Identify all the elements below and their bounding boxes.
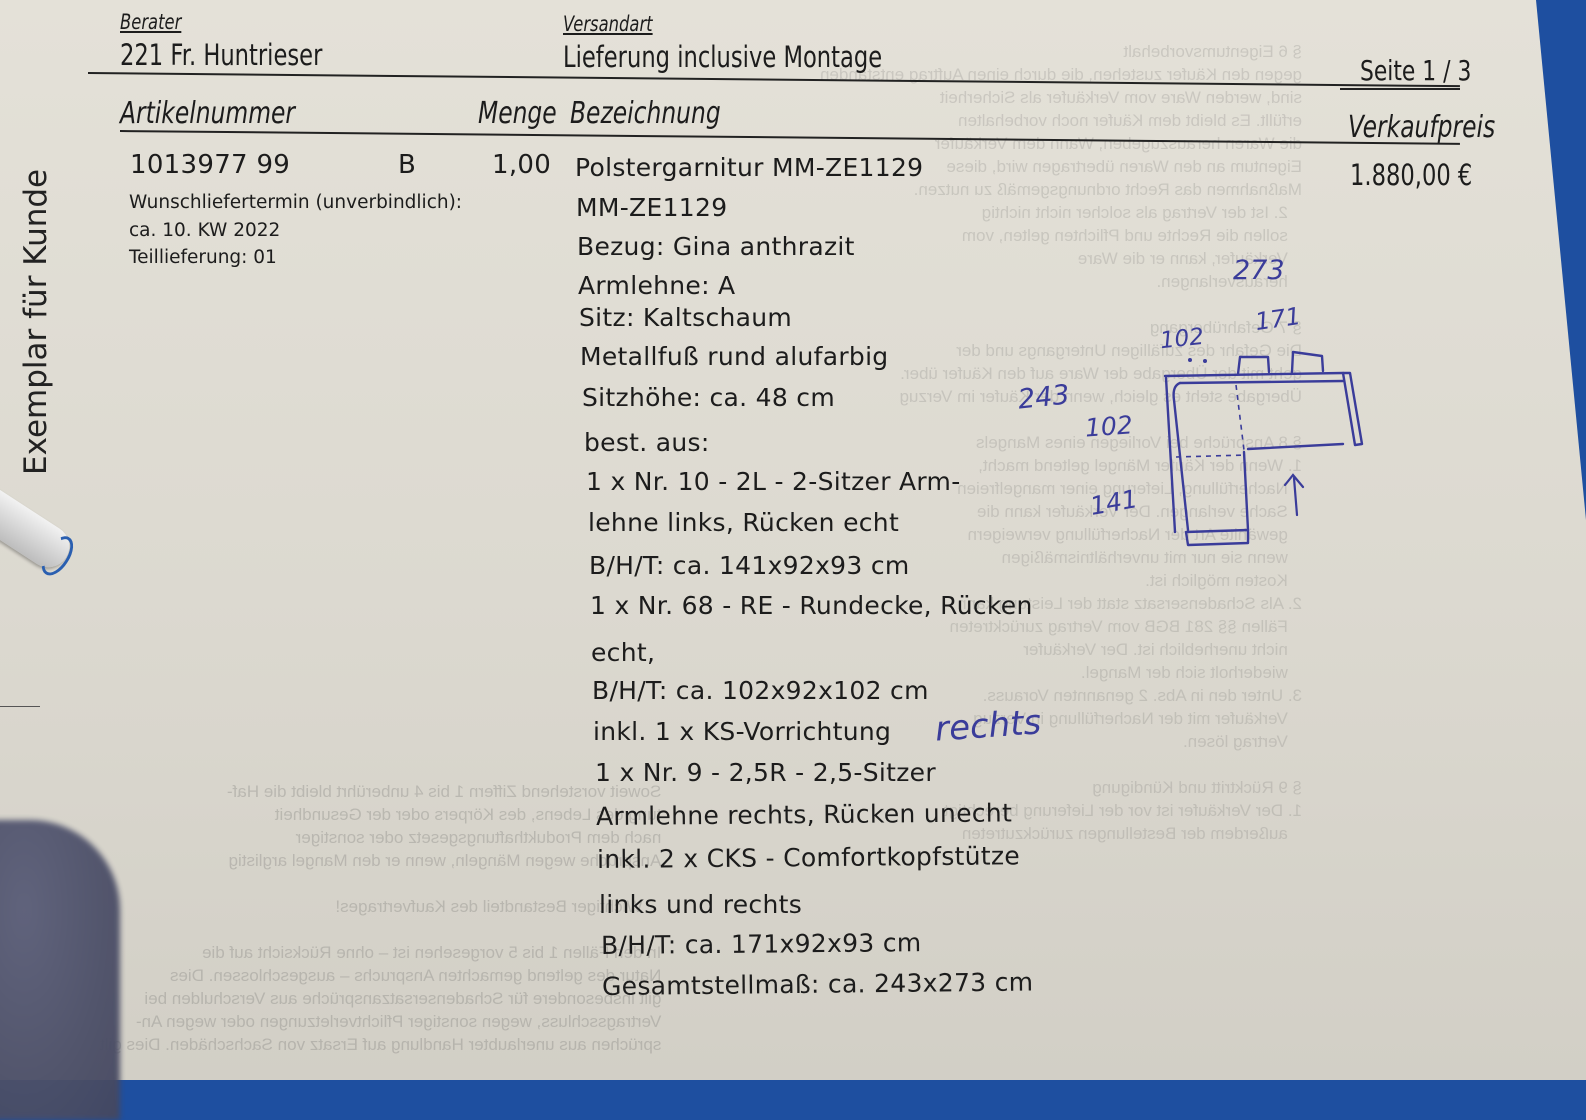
page-underline [1340,88,1460,90]
sofa-sketch-drawing [1163,350,1364,547]
berater-label: Berater [120,10,182,34]
description-line: Armlehne: A [578,271,736,300]
description-line: B/H/T: ca. 102x92x102 cm [592,676,929,705]
description-line: echt, [591,638,656,667]
description-line: Gesamtstellmaß: ca. 243x273 cm [601,967,1034,1001]
column-artikelnummer: Artikelnummer [120,96,296,131]
description-line: 1 x Nr. 9 - 2,5R - 2,5-Sitzer [595,758,936,787]
sketch-label-total-depth: 243 [1016,379,1072,416]
description-line: inkl. 1 x KS-Vorrichtung [593,717,892,746]
sketch-label-corner-top: 102 [1158,323,1206,355]
description-line: links und rechts [599,890,803,919]
description-line: B/H/T: ca. 171x92x93 cm [600,928,922,960]
description-line: Metallfuß rund alufarbig [580,342,889,371]
description-line: Bezug: Gina anthrazit [577,232,855,261]
delivery-label: Wunschliefertermin (unverbindlich): [129,192,463,213]
partial-delivery: Teillieferung: 01 [129,247,277,268]
column-header-rule [119,130,1460,145]
sketch-label-corner-side: 102 [1084,410,1134,443]
description-line: Armlehne rechts, Rücken unecht [595,798,1013,831]
description-line: inkl. 2 x CKS - Comfortkopfstütze [596,841,1021,874]
item-menge: 1,00 [492,150,552,180]
sketch-label-total-width: 273 [1233,255,1285,286]
description-line: best. aus: [584,428,710,457]
berater-value: 221 Fr. Huntrieser [120,38,323,72]
description-line: Polstergarnitur MM-ZE1129 [575,153,924,182]
description-line: lehne links, Rücken echt [588,508,900,537]
delivery-week: ca. 10. KW 2022 [129,220,281,241]
description-line: 1 x Nr. 10 - 2L - 2-Sitzer Arm- [586,467,961,496]
versandart-value: Lieferung inclusive Montage [563,40,883,74]
bleed-through-text-lower: Soweit vorstehend Ziffern 1 bis 4 unberü… [100,782,662,1054]
document-page: § 6 Eigentumsvorbehalt gegen den Käufer … [0,0,1586,1080]
description-line: 1 x Nr. 68 - RE - Rundecke, Rücken [590,591,1033,620]
handwritten-note-rechts: rechts [933,702,1043,750]
finger-shadow [0,820,120,1120]
column-menge: Menge [478,96,557,131]
item-price: 1.880,00 € [1350,158,1473,192]
item-artikelnummer: 1013977 99 [130,150,291,180]
description-line: Sitz: Kaltschaum [579,303,793,332]
column-verkaufpreis: Verkaufpreis [1348,110,1496,145]
copy-type-label: Exemplar für Kunde [18,168,54,475]
description-line: B/H/T: ca. 141x92x93 cm [589,551,910,580]
versandart-label: Versandart [563,12,653,36]
fold-mark [0,706,40,707]
description-line: MM-ZE1129 [576,193,728,222]
description-line: Sitzhöhe: ca. 48 cm [582,383,835,412]
page-indicator: Seite 1 / 3 [1360,54,1472,87]
column-bezeichnung: Bezeichnung [570,96,721,131]
item-code: B [398,150,417,180]
header-rule [87,72,1460,88]
